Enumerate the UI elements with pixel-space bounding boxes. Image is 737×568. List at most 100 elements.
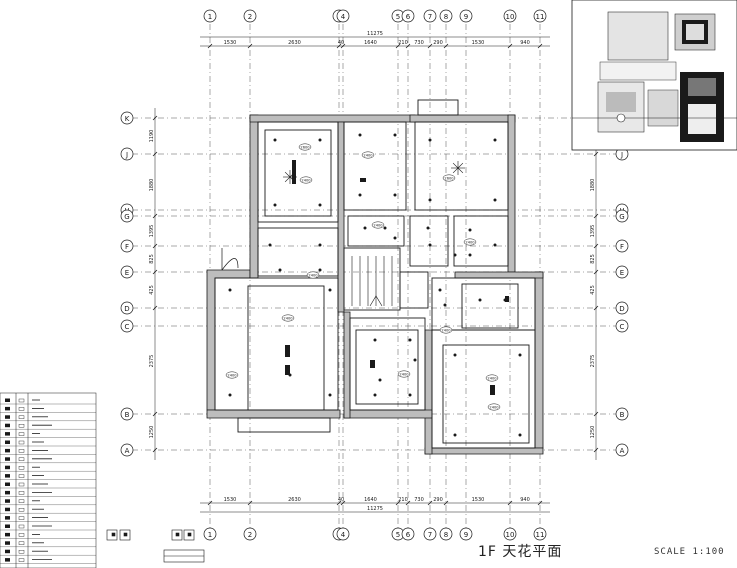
room-outlines	[214, 99, 536, 449]
legend-symbol	[5, 532, 10, 537]
legend-symbol	[5, 423, 10, 428]
legend-symbol	[18, 449, 25, 453]
row-axis-label: D	[124, 305, 129, 313]
downlight-fixture	[228, 288, 232, 292]
legend-symbol	[5, 558, 10, 562]
room-bedroom-inner	[442, 344, 530, 444]
room-tag-text: 2400	[441, 329, 451, 333]
row-axis-label: F	[125, 243, 129, 251]
legend-symbol	[18, 550, 25, 554]
room-tag-text: 2400	[373, 224, 383, 228]
bottom-dimension-text: 40	[338, 497, 344, 503]
legend-symbol	[5, 474, 10, 478]
row-axis-bubble	[615, 239, 629, 253]
row-axis-bubble	[615, 443, 629, 457]
downlight-fixture	[468, 228, 472, 232]
room-tags: 2600240026002400240024002400240024002400…	[225, 143, 501, 411]
room-tag-oval	[442, 174, 456, 182]
legend-symbol	[5, 406, 10, 411]
chandelier-fixture	[457, 162, 464, 169]
legend-symbol	[5, 465, 10, 470]
column-axis-bubble	[459, 9, 473, 23]
wall-outline	[206, 114, 544, 455]
room-tag-text: 2400	[227, 374, 237, 378]
row-axis-label: D	[619, 305, 624, 313]
legend-symbol	[18, 407, 25, 411]
downlight-fixture	[358, 193, 362, 197]
row-axis-label: A	[125, 447, 130, 455]
row-axis-label: E	[620, 269, 624, 277]
dimension-tick	[443, 500, 449, 506]
room-tag-text: 2400	[489, 406, 499, 410]
top-dimension-text: 1640	[364, 40, 377, 46]
legend-symbol	[5, 524, 10, 528]
right-dimension-text: 1250	[590, 426, 596, 439]
room-entry-bottom	[237, 417, 331, 433]
column-axis-bubble	[243, 527, 257, 541]
column-axis-label: 5	[396, 13, 400, 21]
downlight-fixture	[428, 198, 432, 202]
downlight-fixture	[453, 433, 457, 437]
column-axis-bubble	[503, 527, 517, 541]
room-tag-oval	[299, 176, 313, 184]
column-axis-bubble	[203, 527, 217, 541]
dimension-tick	[507, 43, 513, 49]
row-axis-label: K	[125, 115, 130, 123]
dimension-tick	[152, 243, 158, 249]
row-axis-bubble	[120, 407, 134, 421]
row-axis-bubble	[120, 147, 134, 161]
legend-symbol	[18, 524, 25, 529]
dimension-tick	[336, 43, 342, 49]
row-axis-bubble	[120, 443, 134, 457]
room-balcony-top	[417, 99, 459, 116]
downlight-fixture	[453, 353, 457, 357]
row-axis-bubble	[615, 209, 629, 223]
chandelier-fixture	[289, 176, 296, 183]
legend-symbol	[5, 432, 10, 436]
downlight-fixture	[393, 193, 397, 197]
column-axis-bubble	[439, 527, 453, 541]
top-dimension-text: 730	[414, 40, 424, 46]
column-axis-label: 9	[464, 13, 468, 21]
column-axis-label: 7	[428, 13, 432, 21]
legend-symbol	[18, 398, 25, 403]
drawing-scale: SCALE 1:100	[654, 547, 725, 557]
downlight-fixture	[393, 236, 397, 240]
row-axis-bubble	[120, 265, 134, 279]
wall-living-bottom	[206, 409, 341, 419]
legend-symbol	[18, 533, 25, 537]
overall-dimension-text: 11275	[367, 31, 383, 37]
column-axis-bubble	[336, 9, 350, 23]
column-axis-bubble	[243, 9, 257, 23]
dimension-tick	[537, 500, 543, 506]
legend-symbol	[18, 440, 25, 445]
legend-symbol	[5, 482, 10, 486]
column-axis-bubble	[401, 527, 415, 541]
room-tag-oval	[225, 371, 239, 379]
column-axis-label: 1	[208, 531, 212, 539]
right-dimension-text: 825	[590, 254, 596, 264]
column-axis-bubble	[439, 9, 453, 23]
wall-bedroom-bottom	[424, 447, 544, 455]
wall-kitchen-top	[454, 271, 544, 279]
top-dimension-text: 290	[433, 40, 443, 46]
row-axis-bubble	[615, 319, 629, 333]
legend-symbol	[18, 466, 25, 470]
right-dimension-text: 2375	[590, 355, 596, 368]
room-kitchen-inner	[461, 283, 519, 329]
dimension-tick	[207, 500, 213, 506]
room-tag-oval	[485, 374, 499, 382]
row-axis-label: J	[620, 151, 623, 159]
column-axis-bubble	[459, 527, 473, 541]
column-axis-label: 7	[428, 531, 432, 539]
row-axis-bubble	[120, 111, 134, 125]
chandelier-fixture	[457, 167, 464, 174]
bottom-dimension-text: 2630	[288, 497, 301, 503]
room-stair	[343, 247, 401, 311]
column-axis-label: 4	[341, 13, 346, 21]
room-living-inner	[247, 285, 325, 411]
legend-symbol	[18, 499, 25, 503]
legend-symbol	[5, 507, 10, 512]
